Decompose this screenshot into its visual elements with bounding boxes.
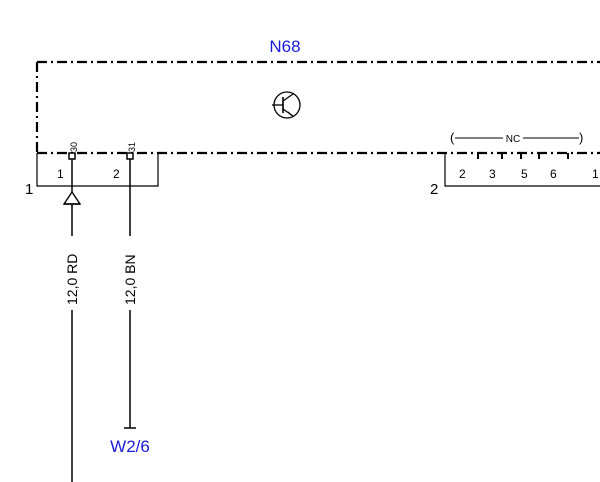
component-label: N68	[269, 37, 300, 56]
connector-1-pin-2: 2	[113, 167, 120, 181]
component-boundary	[35, 60, 600, 155]
wire-rd-label: 12,0 RD	[64, 254, 80, 305]
nc-bracket-right: )	[579, 130, 583, 145]
nc-bracket-left: (	[450, 130, 455, 145]
terminal-31-mark	[126, 152, 134, 160]
wire-destination-label: W2/6	[110, 437, 150, 456]
ground-arrow-icon	[62, 190, 82, 205]
wire-bn-label: 12,0 BN	[122, 254, 138, 305]
connector-2-pin-1: 1	[592, 167, 599, 181]
connector-2-pin-6: 6	[550, 167, 557, 181]
connector-2-pin-2: 2	[459, 167, 466, 181]
connector-2-pin-3: 3	[489, 167, 496, 181]
terminal-31-label: 31	[127, 142, 137, 152]
connector-1-pin-1: 1	[57, 167, 64, 181]
nc-label: NC	[506, 134, 520, 145]
connector-1: 1 1 2 30 31	[25, 142, 159, 198]
connector-2-label: 2	[430, 181, 438, 198]
transistor-icon	[272, 91, 301, 119]
terminal-30-label: 30	[69, 142, 79, 152]
wire-bn: 12,0 BN W2/6	[110, 159, 150, 456]
terminal-30-mark	[68, 152, 76, 160]
wire-rd: 12,0 RD	[62, 159, 82, 482]
connector-2-pin-5: 5	[521, 167, 528, 181]
connector-2: 2 ( NC ) 2 3 5 6 1	[430, 130, 600, 198]
connector-1-label: 1	[25, 181, 33, 198]
